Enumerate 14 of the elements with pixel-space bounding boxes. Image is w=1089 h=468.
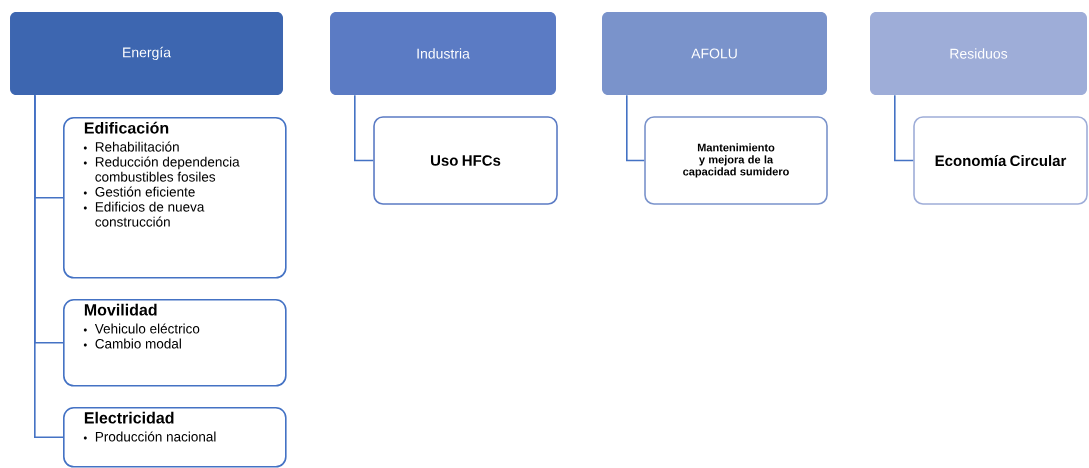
list-box: Movilidad Vehiculo eléctrico Cambio modal: [63, 299, 287, 387]
category-box: AFOLU: [602, 12, 827, 95]
list-box: Edificación Rehabilitación Reducción dependencia combustibles fosiles Gestión eficiente Edificios de nueva construcción: [63, 117, 287, 279]
category-box: Industria: [330, 12, 556, 95]
list-box: Electricidad Producción nacional: [63, 406, 287, 468]
connector-line: [34, 94, 64, 439]
connector-line: [626, 94, 645, 162]
subcategory-box: Uso HFCs: [373, 116, 558, 205]
connector-line: [354, 94, 374, 162]
category-box: Energía: [10, 12, 283, 95]
subcategory-box: Mantenimiento y mejora de la capacidad sumidero: [644, 116, 828, 205]
category-box: Residuos: [870, 12, 1087, 95]
connector-line: [894, 94, 914, 162]
subcategory-box: Economía Circular: [913, 116, 1088, 205]
